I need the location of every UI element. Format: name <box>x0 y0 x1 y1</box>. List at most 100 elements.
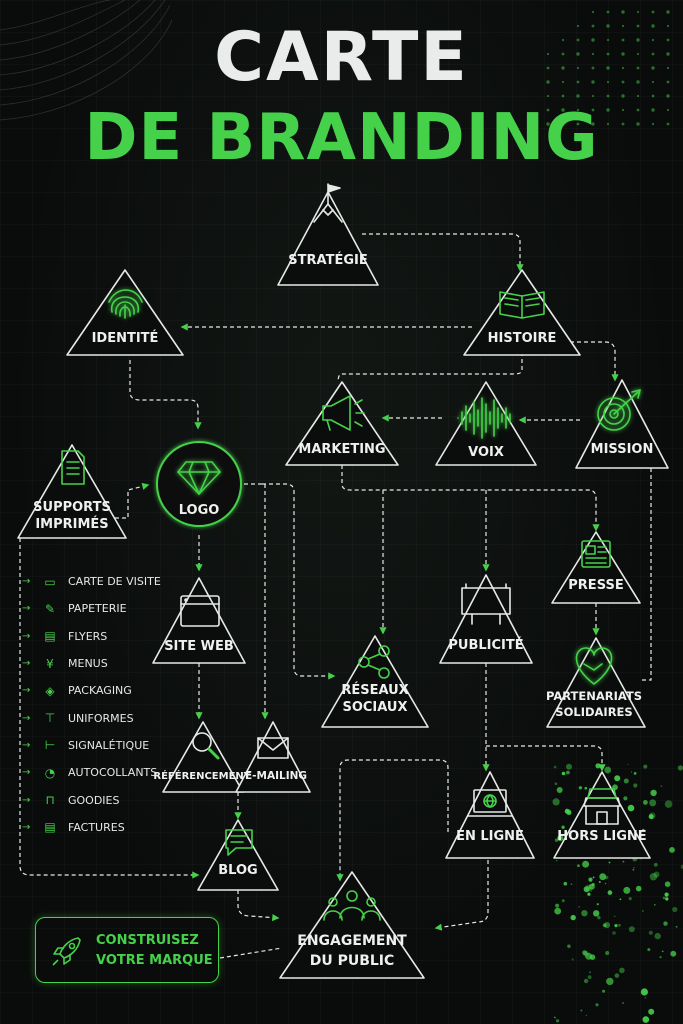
connector-blog-engagement <box>237 890 280 922</box>
decor-dot <box>546 66 550 70</box>
splatter-dot <box>561 771 566 776</box>
connectors <box>19 233 652 959</box>
splatter-dot <box>643 800 648 805</box>
connector-supports-logo <box>115 482 150 519</box>
decor-dot <box>591 108 595 112</box>
splatter-dot <box>580 1009 583 1012</box>
decor-dot <box>561 66 565 70</box>
decor-dot <box>606 94 610 98</box>
splatter-dot <box>561 825 565 829</box>
box-icon: ◈ <box>45 683 55 698</box>
decor-dot <box>546 52 550 56</box>
decor-dot <box>606 24 610 28</box>
label-referencement: RÉFÉRENCEMENT <box>153 771 251 782</box>
list-item: →¥MENUS <box>22 656 108 671</box>
label-engagement-line1: ENGAGEMENT <box>297 933 407 949</box>
handshake-heart-icon <box>575 647 613 685</box>
splatter-dot <box>661 950 664 953</box>
decor-dot <box>546 94 550 98</box>
splatter-dot <box>561 899 565 903</box>
decor-dot <box>546 122 550 126</box>
splatter-dot <box>598 881 601 883</box>
decor-dot <box>636 66 640 70</box>
decor-dot <box>591 66 595 70</box>
document-icon: ▤ <box>44 629 56 644</box>
splatter-dot <box>633 783 638 788</box>
splatter-dot <box>570 883 573 886</box>
splatter-dot <box>664 881 671 887</box>
splatter-dot <box>584 786 588 790</box>
decor-dot <box>561 122 565 126</box>
connector-logo-emailing <box>244 483 269 720</box>
decor-dot <box>666 24 670 28</box>
splatter-dot <box>642 1016 650 1023</box>
decor-dot <box>651 10 655 14</box>
sticker-icon: ◔ <box>44 765 56 780</box>
decor-dot <box>621 10 625 14</box>
splatter-dot <box>604 875 609 880</box>
splatter-dot <box>619 898 622 901</box>
list-item: →◔AUTOCOLLANTS <box>22 765 158 780</box>
splatter-dot <box>587 975 592 980</box>
label-supports-line1: SUPPORTS <box>33 500 111 515</box>
decor-dot <box>561 94 565 98</box>
decor-dot <box>666 108 670 112</box>
splatter-dot <box>614 775 621 782</box>
splatter-dot <box>619 967 625 974</box>
splatter-dot <box>593 910 600 917</box>
splatter-dot <box>648 1008 655 1015</box>
splatter-dot <box>627 804 635 812</box>
splatter-dot <box>654 932 661 940</box>
connector-strategie-histoire <box>362 233 524 272</box>
rocket-icon <box>52 937 81 966</box>
decor-dot <box>561 38 565 42</box>
chat-bubble-icon <box>225 829 253 856</box>
decor-dot <box>621 24 625 28</box>
splatter-dot <box>585 1014 588 1017</box>
splatter-dot <box>618 923 621 927</box>
supports-triangle <box>17 444 127 539</box>
label-blog: BLOG <box>218 863 258 878</box>
splatter-dot <box>602 989 606 993</box>
id-card-icon: ▭ <box>44 574 56 589</box>
splatter-dot <box>669 847 675 853</box>
sound-wave-icon <box>457 397 511 439</box>
billboard-icon <box>461 583 511 625</box>
cta-line-1: CONSTRUISEZ <box>96 933 199 948</box>
decor-dot <box>561 108 565 112</box>
splatter-dot <box>588 877 593 882</box>
enligne-triangle <box>445 771 535 859</box>
splatter-dot <box>604 883 607 885</box>
build-brand-button[interactable]: CONSTRUISEZ VOTRE MARQUE <box>35 917 219 983</box>
splatter-dot <box>623 778 629 784</box>
decor-dot <box>591 10 595 14</box>
decor-dot <box>591 38 595 42</box>
paint-splatter-decoration <box>552 763 683 1023</box>
siteweb-triangle <box>152 577 246 664</box>
splatter-dot <box>623 796 628 801</box>
connector-cta-engagement <box>219 947 283 959</box>
decor-dot <box>591 52 595 56</box>
splatter-dot <box>567 944 571 948</box>
decor-dot <box>666 38 670 42</box>
decor-dot <box>621 66 625 70</box>
decor-dot <box>606 52 610 56</box>
decor-dot <box>636 24 640 28</box>
splatter-dot <box>554 1016 556 1019</box>
decor-dot <box>576 52 580 56</box>
decor-dot <box>651 66 655 70</box>
decor-dot <box>576 94 580 98</box>
splatter-dot <box>648 930 653 935</box>
splatter-dot <box>664 800 673 808</box>
decor-dot <box>606 108 610 112</box>
share-network-icon <box>358 645 390 679</box>
splatter-dot <box>675 925 678 928</box>
label-reseaux-line1: RÉSEAUX <box>341 683 409 698</box>
splatter-dot <box>628 926 635 933</box>
decor-dot <box>591 24 595 28</box>
splatter-dot <box>555 903 560 908</box>
splatter-dot <box>588 883 595 890</box>
storefront-icon <box>583 788 621 825</box>
referencement-triangle <box>162 721 244 793</box>
